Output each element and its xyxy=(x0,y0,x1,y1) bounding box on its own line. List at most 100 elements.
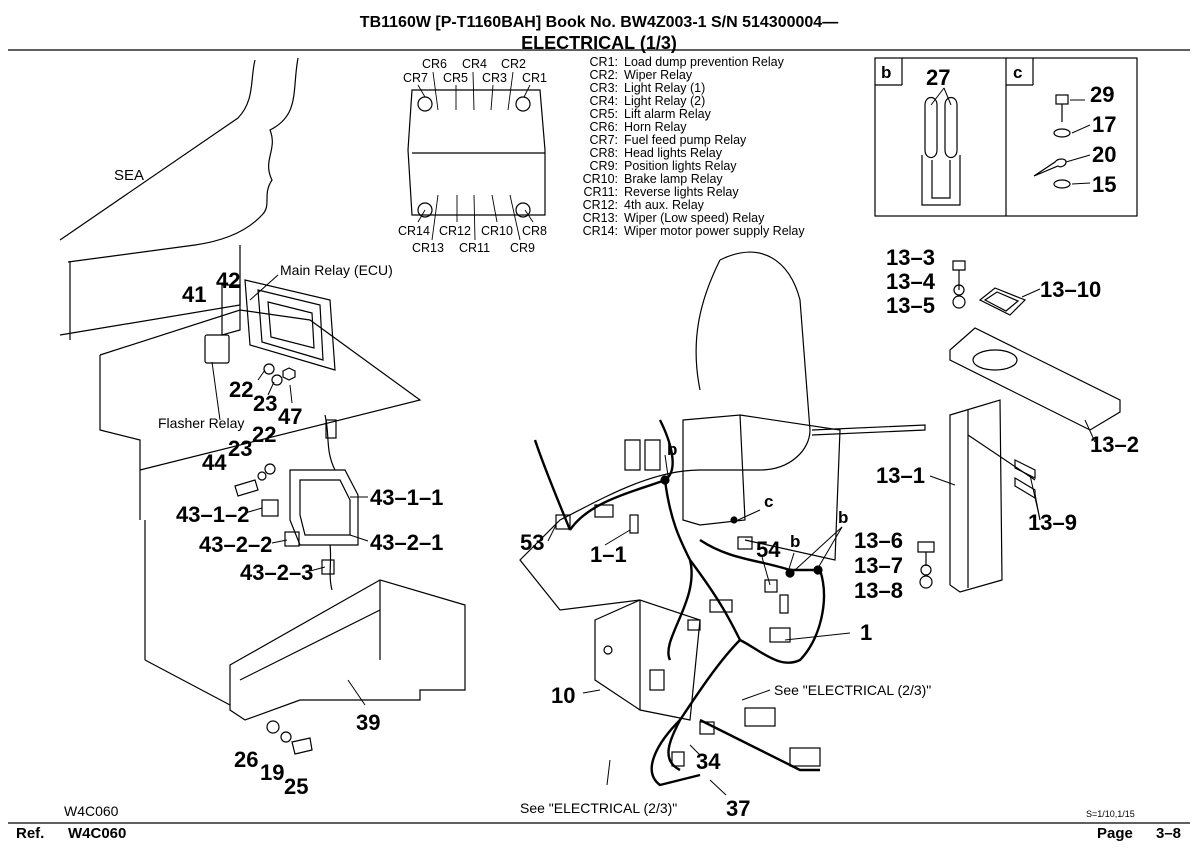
washer-13-5 xyxy=(952,295,966,309)
legend-name: Load dump prevention Relay xyxy=(624,55,785,69)
seat-bracket xyxy=(682,414,841,561)
washer-19 xyxy=(280,731,292,743)
part-number-13-7: 13–7 xyxy=(854,553,903,578)
part-number-39: 39 xyxy=(356,710,380,735)
legend-name: Reverse lights Relay xyxy=(624,185,739,199)
cr-label: CR14 xyxy=(398,224,430,238)
bolt-44 xyxy=(234,479,259,497)
see-electrical-2-3-label: See "ELECTRICAL (2/3)" xyxy=(774,682,931,698)
cr-label: CR2 xyxy=(501,57,526,71)
legend-code: CR14: xyxy=(583,224,618,238)
legend-name: Wiper (Low speed) Relay xyxy=(624,211,765,225)
part-number-13-8: 13–8 xyxy=(854,578,903,603)
cr-label: CR7 xyxy=(403,71,428,85)
part-number-13-1: 13–1 xyxy=(876,463,925,488)
washer-23a xyxy=(271,374,283,386)
harness-connectors xyxy=(555,439,821,767)
relay-leader-lines xyxy=(417,71,534,241)
legend-name: Light Relay (2) xyxy=(624,94,705,108)
legend-name: Brake lamp Relay xyxy=(624,172,723,186)
part-number-37: 37 xyxy=(726,796,750,821)
legend-name: Head lights Relay xyxy=(624,146,723,160)
washer-13-7 xyxy=(920,564,932,576)
cr-label: CR5 xyxy=(443,71,468,85)
detail-ref-b: b xyxy=(838,508,848,527)
part-number-13-2: 13–2 xyxy=(1090,432,1139,457)
legend-code: CR1: xyxy=(590,55,618,69)
part-number-43-2-3: 43–2–3 xyxy=(240,560,313,585)
legend-code: CR11: xyxy=(583,185,618,199)
washer-26 xyxy=(266,720,280,734)
part-number-22: 22 xyxy=(252,422,276,447)
cr-label: CR4 xyxy=(462,57,487,71)
part-number-41: 41 xyxy=(182,282,206,307)
bolt-25 xyxy=(291,737,313,755)
legend-code: CR6: xyxy=(590,120,618,134)
bolt-13-6 xyxy=(917,541,935,566)
cr-label: CR11 xyxy=(459,241,490,255)
part-number-13-9: 13–9 xyxy=(1028,510,1077,535)
ref-code: W4C060 xyxy=(68,825,127,842)
wire-harness xyxy=(533,419,826,787)
legend-code: CR9: xyxy=(590,159,618,173)
illustration-code: W4C060 xyxy=(64,803,119,819)
part-number-29: 29 xyxy=(1090,82,1114,107)
legend-name: Position lights Relay xyxy=(624,159,737,173)
washer-22a xyxy=(263,363,275,375)
nut-47 xyxy=(282,367,296,381)
page-number: 3–8 xyxy=(1156,825,1182,842)
part-number-43-2-2: 43–2–2 xyxy=(199,532,272,557)
bolt-13-3 xyxy=(952,260,966,290)
part-number-10: 10 xyxy=(551,683,575,708)
leader-lines xyxy=(211,87,1096,796)
washer-13-8 xyxy=(919,575,933,589)
cr-label: CR12 xyxy=(439,224,471,238)
legend-name: Lift alarm Relay xyxy=(624,107,712,121)
legend-code: CR2: xyxy=(590,68,618,82)
detail-ref-c: c xyxy=(764,492,773,511)
part-number-43-1-2: 43–1–2 xyxy=(176,502,249,527)
control-box-10 xyxy=(594,599,701,721)
page-label: Page xyxy=(1097,825,1133,842)
legend-code: CR8: xyxy=(590,146,618,160)
part-number-23: 23 xyxy=(253,391,277,416)
legend-code: CR3: xyxy=(590,81,618,95)
legend-code: CR5: xyxy=(590,107,618,121)
legend-code: CR4: xyxy=(590,94,618,108)
cr-label: CR6 xyxy=(422,57,447,71)
scale-label: S=1/10,1/15 xyxy=(1086,809,1135,819)
legend-code: CR12: xyxy=(583,198,618,212)
detail-ref-b: b xyxy=(667,440,677,459)
cr-label: CR3 xyxy=(482,71,507,85)
part-number-13-6: 13–6 xyxy=(854,528,903,553)
legend-name: Horn Relay xyxy=(624,120,687,134)
part-number-27: 27 xyxy=(926,65,950,90)
washer-23b xyxy=(257,471,267,481)
legend-code: CR7: xyxy=(590,133,618,147)
legend-name: Wiper motor power supply Relay xyxy=(624,224,805,238)
part-number-23: 23 xyxy=(228,436,252,461)
part-number-54: 54 xyxy=(756,537,781,562)
part-number-13-10: 13–10 xyxy=(1040,277,1101,302)
part-number-42: 42 xyxy=(216,268,240,293)
part-number-53: 53 xyxy=(520,530,544,555)
cr-label: CR8 xyxy=(522,224,547,238)
clip-27-drawing xyxy=(921,96,961,206)
part-number-13-4: 13–4 xyxy=(886,269,936,294)
cover-39 xyxy=(229,579,466,721)
legend-name: Fuel feed pump Relay xyxy=(624,133,747,147)
see-electrical-2-3-label: See "ELECTRICAL (2/3)" xyxy=(520,800,677,816)
detail-c-tag: c xyxy=(1013,63,1022,82)
ref-label: Ref. xyxy=(16,825,45,842)
part-number-43-1-1: 43–1–1 xyxy=(370,485,443,510)
sea-label: SEA xyxy=(114,167,144,184)
washer-22b xyxy=(264,463,276,475)
part-number-17: 17 xyxy=(1092,112,1116,137)
legend-name: 4th aux. Relay xyxy=(624,198,705,212)
harness-clips xyxy=(660,475,823,578)
cr-label: CR1 xyxy=(522,71,547,85)
legend-name: Light Relay (1) xyxy=(624,81,705,95)
relay-box xyxy=(407,89,546,218)
